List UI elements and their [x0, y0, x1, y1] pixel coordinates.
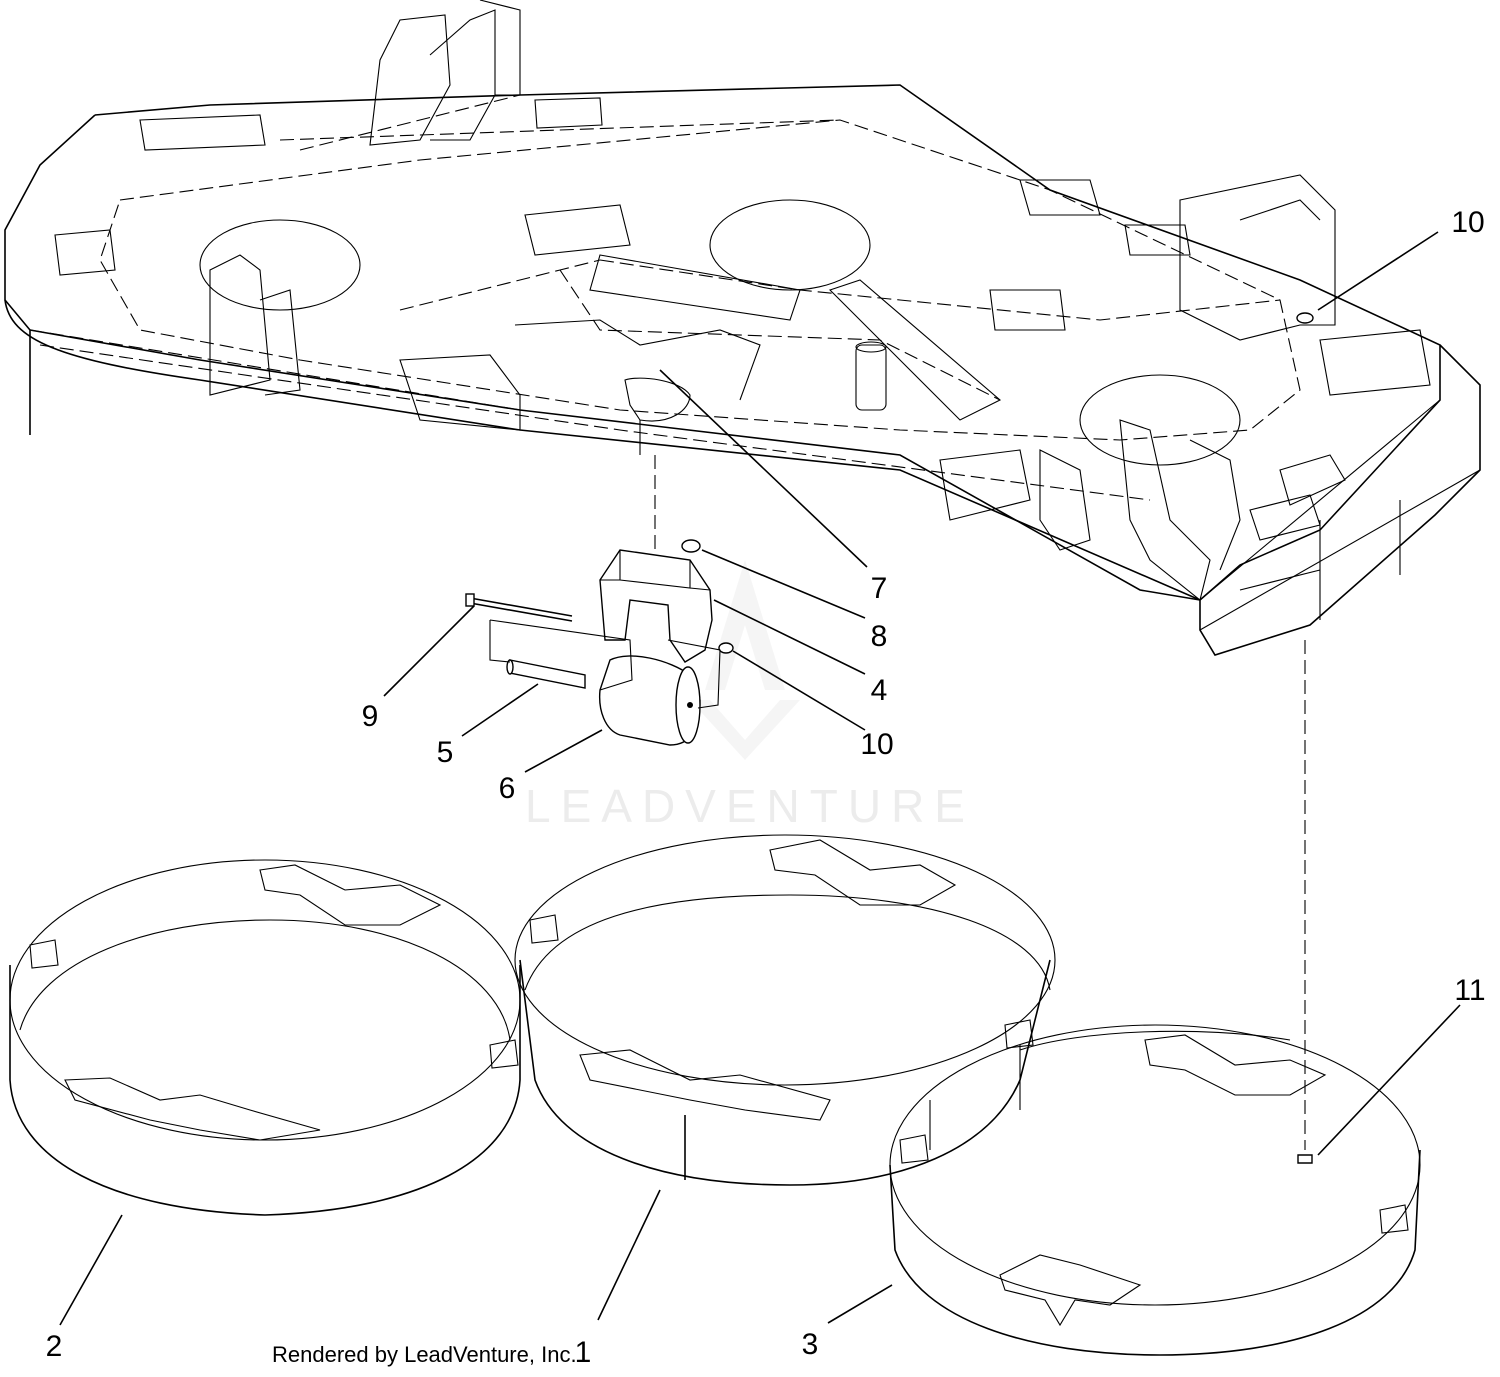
callout-1: 1: [575, 1336, 592, 1369]
flange-nut: [681, 539, 701, 553]
caster-wheel-assembly: [465, 539, 734, 746]
callout-labels: 10 7 8 4 9 10 5 6 11 2 1 3: [46, 206, 1486, 1369]
callout-11: 11: [1454, 974, 1485, 1007]
callout-10-caster: 10: [860, 728, 893, 761]
deck-nut: [1296, 312, 1314, 324]
callout-5: 5: [437, 736, 454, 769]
watermark-logo: [690, 560, 800, 760]
bolt: [469, 597, 573, 617]
callout-8: 8: [871, 620, 888, 653]
baffle-left: [9, 859, 521, 1216]
render-credit: Rendered by LeadVenture, Inc.: [272, 1342, 577, 1367]
callout-2: 2: [46, 1330, 63, 1363]
baffle-right: [889, 1024, 1421, 1356]
callout-4: 4: [871, 674, 888, 707]
callout-10-deck: 10: [1451, 206, 1484, 239]
callout-3: 3: [802, 1328, 819, 1361]
mower-deck: [4, 0, 1481, 656]
callout-9: 9: [362, 700, 379, 733]
mounting-screw: [1297, 1154, 1313, 1164]
callout-6: 6: [499, 772, 516, 805]
watermark-text: LEADVENTURE: [525, 780, 975, 832]
lock-nut: [718, 642, 734, 654]
leader-lines: [59, 231, 1461, 1326]
wheel-axle: [509, 659, 586, 689]
callout-7: 7: [871, 572, 888, 605]
baffle-center: [514, 834, 1056, 1186]
